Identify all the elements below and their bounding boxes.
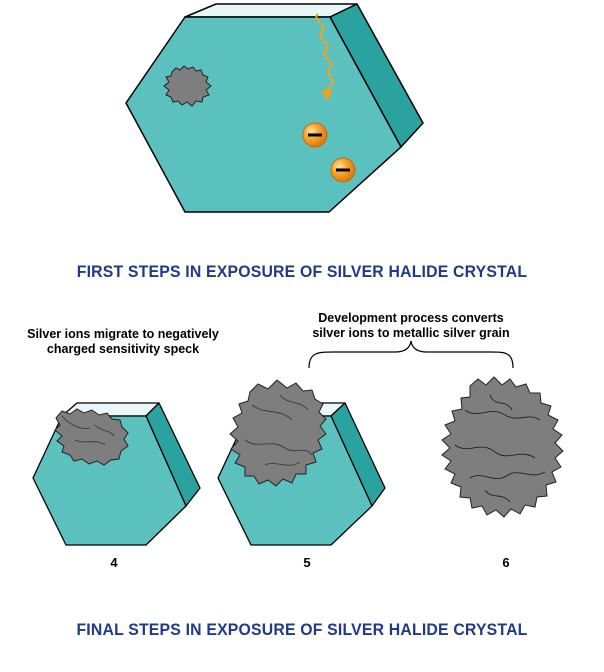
step-number-4: 4 (110, 555, 118, 570)
sensitivity-speck (163, 65, 212, 107)
development-caption-line-2: silver ions to metallic silver grain (312, 326, 510, 340)
first-steps-heading: FIRST STEPS IN EXPOSURE OF SILVER HALIDE… (76, 262, 528, 281)
development-bracket (308, 340, 514, 369)
silver-cluster-step-4 (54, 408, 129, 466)
electron-icon (330, 157, 356, 183)
migration-caption-line-2: charged sensitivity speck (46, 342, 200, 356)
step-number-5: 5 (303, 555, 311, 570)
final-steps-heading: FINAL STEPS IN EXPOSURE OF SILVER HALIDE… (76, 620, 528, 639)
development-caption: Development process converts silver ions… (290, 311, 532, 341)
step-number-6: 6 (502, 555, 510, 570)
migration-caption-line-1: Silver ions migrate to negatively (27, 327, 219, 341)
electron-icon (302, 122, 328, 148)
large-crystal (125, 3, 424, 213)
photon-wave (315, 13, 334, 101)
development-caption-line-1: Development process converts (318, 311, 504, 325)
large-crystal-top-face (184, 3, 358, 18)
metallic-silver-grain (441, 376, 564, 518)
migration-caption: Silver ions migrate to negatively charge… (8, 327, 238, 357)
